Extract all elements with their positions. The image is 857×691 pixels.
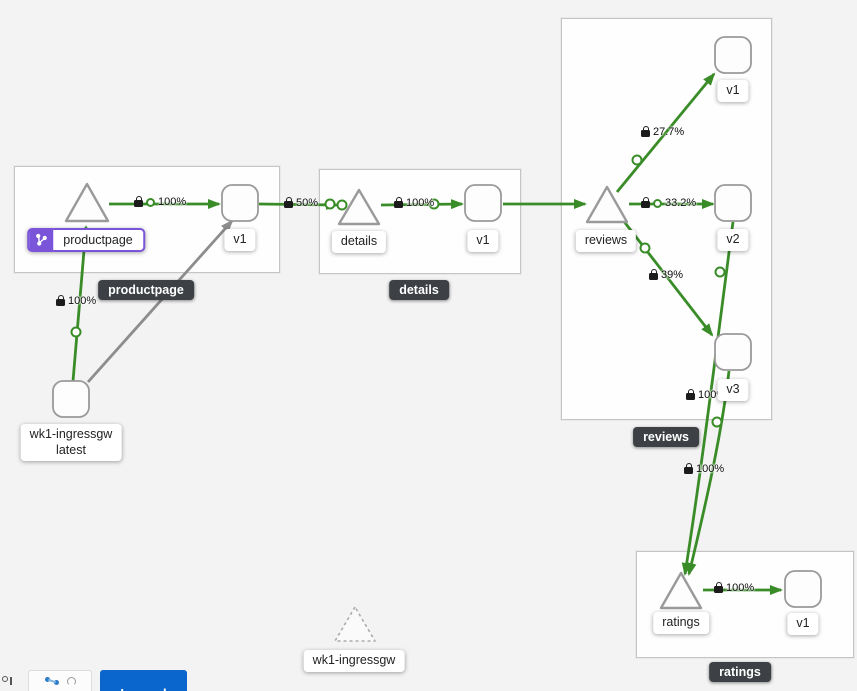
mtls-lock-icon: [641, 197, 650, 208]
zoom-indicator-fragment[interactable]: [0, 670, 16, 691]
label-details-service[interactable]: details: [331, 231, 387, 253]
label-ratings-service[interactable]: ratings: [653, 612, 709, 634]
mini-graph-icon: [44, 676, 61, 687]
label-ingressgw[interactable]: wk1-ingressgw latest: [20, 424, 122, 462]
node-label-line1: wk1-ingressgw: [29, 427, 113, 441]
group-label-productpage: productpage: [98, 280, 194, 300]
group-label-reviews: reviews: [633, 427, 699, 447]
label-productpage-v1[interactable]: v1: [224, 229, 256, 251]
group-label-details: details: [389, 280, 449, 300]
edge-v2-to-ratings[interactable]: [681, 221, 735, 576]
mtls-lock-icon: [641, 126, 650, 137]
edge-waypoint-dot: [653, 198, 662, 208]
edge-ingressgw-to-productpage[interactable]: [71, 225, 91, 382]
edge-percentage: 100%: [726, 582, 755, 594]
label-ratings-v1[interactable]: v1: [787, 613, 819, 635]
edge-label-details-v1[interactable]: 100%: [394, 197, 434, 209]
edge-ppv1-to-details[interactable]: [258, 199, 339, 210]
edge-percentage: 100%: [68, 295, 97, 307]
help-icon: [66, 677, 76, 686]
edge-ingressgw-to-productpage-v1[interactable]: [86, 219, 234, 383]
node-details-v1[interactable]: [464, 184, 502, 222]
label-productpage-service[interactable]: productpage: [27, 228, 145, 252]
node-label: productpage: [63, 233, 133, 247]
node-ratings-v1[interactable]: [784, 570, 822, 608]
label-reviews-service[interactable]: reviews: [575, 230, 637, 252]
node-reviews-v2[interactable]: [714, 184, 752, 222]
edge-label-reviews-v3[interactable]: 39%: [649, 269, 683, 281]
edge-label-ratings-v1[interactable]: 100%: [714, 582, 754, 594]
app-badge-icon: [29, 230, 54, 250]
node-reviews-v1[interactable]: [714, 36, 752, 74]
label-idle-gateway[interactable]: wk1-ingressgw: [303, 650, 405, 672]
label-details-v1[interactable]: v1: [467, 230, 499, 252]
label-reviews-v2[interactable]: v2: [717, 229, 749, 251]
mtls-lock-icon: [284, 197, 293, 208]
edge-label-gw-productpage[interactable]: 100%: [56, 295, 96, 307]
mtls-lock-icon: [684, 463, 693, 474]
edge-waypoint-dot: [146, 197, 155, 207]
mtls-lock-icon: [394, 197, 403, 208]
node-reviews-service-triangle[interactable]: [585, 185, 629, 224]
group-label-ratings: ratings: [709, 662, 771, 682]
graph-toolbar: Legend: [0, 670, 187, 691]
node-ingressgw[interactable]: [52, 380, 90, 418]
mtls-lock-icon: [714, 582, 723, 593]
edge-label-reviews-v1[interactable]: 27.7%: [641, 126, 684, 138]
node-details-service-triangle[interactable]: [337, 188, 381, 226]
edge-percentage: 50%: [296, 197, 319, 209]
edge-reviews-to-v1[interactable]: [615, 72, 716, 193]
node-reviews-v3[interactable]: [714, 333, 752, 371]
edge-label-productpage-v1[interactable]: 100%: [134, 196, 186, 208]
legend-button[interactable]: Legend: [100, 670, 187, 691]
edge-label-ppv1-details[interactable]: 50%: [284, 197, 318, 209]
mtls-lock-icon: [134, 196, 143, 207]
edge-percentage: 33.2%: [665, 197, 697, 209]
mtls-lock-icon: [649, 269, 658, 280]
edge-percentage: 100%: [406, 197, 435, 209]
edge-label-reviews-v2[interactable]: 33.2%: [641, 197, 696, 209]
label-reviews-v1[interactable]: v1: [717, 80, 749, 102]
node-idle-gateway-triangle[interactable]: [334, 606, 376, 642]
graph-options-button[interactable]: [28, 670, 92, 691]
mtls-lock-icon: [56, 295, 65, 306]
node-productpage-service-triangle[interactable]: [64, 182, 110, 223]
mtls-lock-icon: [686, 389, 695, 400]
edge-percentage: 100%: [696, 463, 725, 475]
edge-label-v3-ratings[interactable]: 100%: [684, 463, 724, 475]
edge-percentage: 27.7%: [653, 126, 685, 138]
node-ratings-service-triangle[interactable]: [659, 571, 703, 610]
label-reviews-v3[interactable]: v3: [717, 379, 749, 401]
edge-waypoints: [70, 154, 726, 428]
edge-percentage: 39%: [661, 269, 684, 281]
node-productpage-v1[interactable]: [221, 184, 259, 222]
node-label-line2: latest: [56, 442, 86, 457]
edge-percentage: 100%: [158, 196, 187, 208]
